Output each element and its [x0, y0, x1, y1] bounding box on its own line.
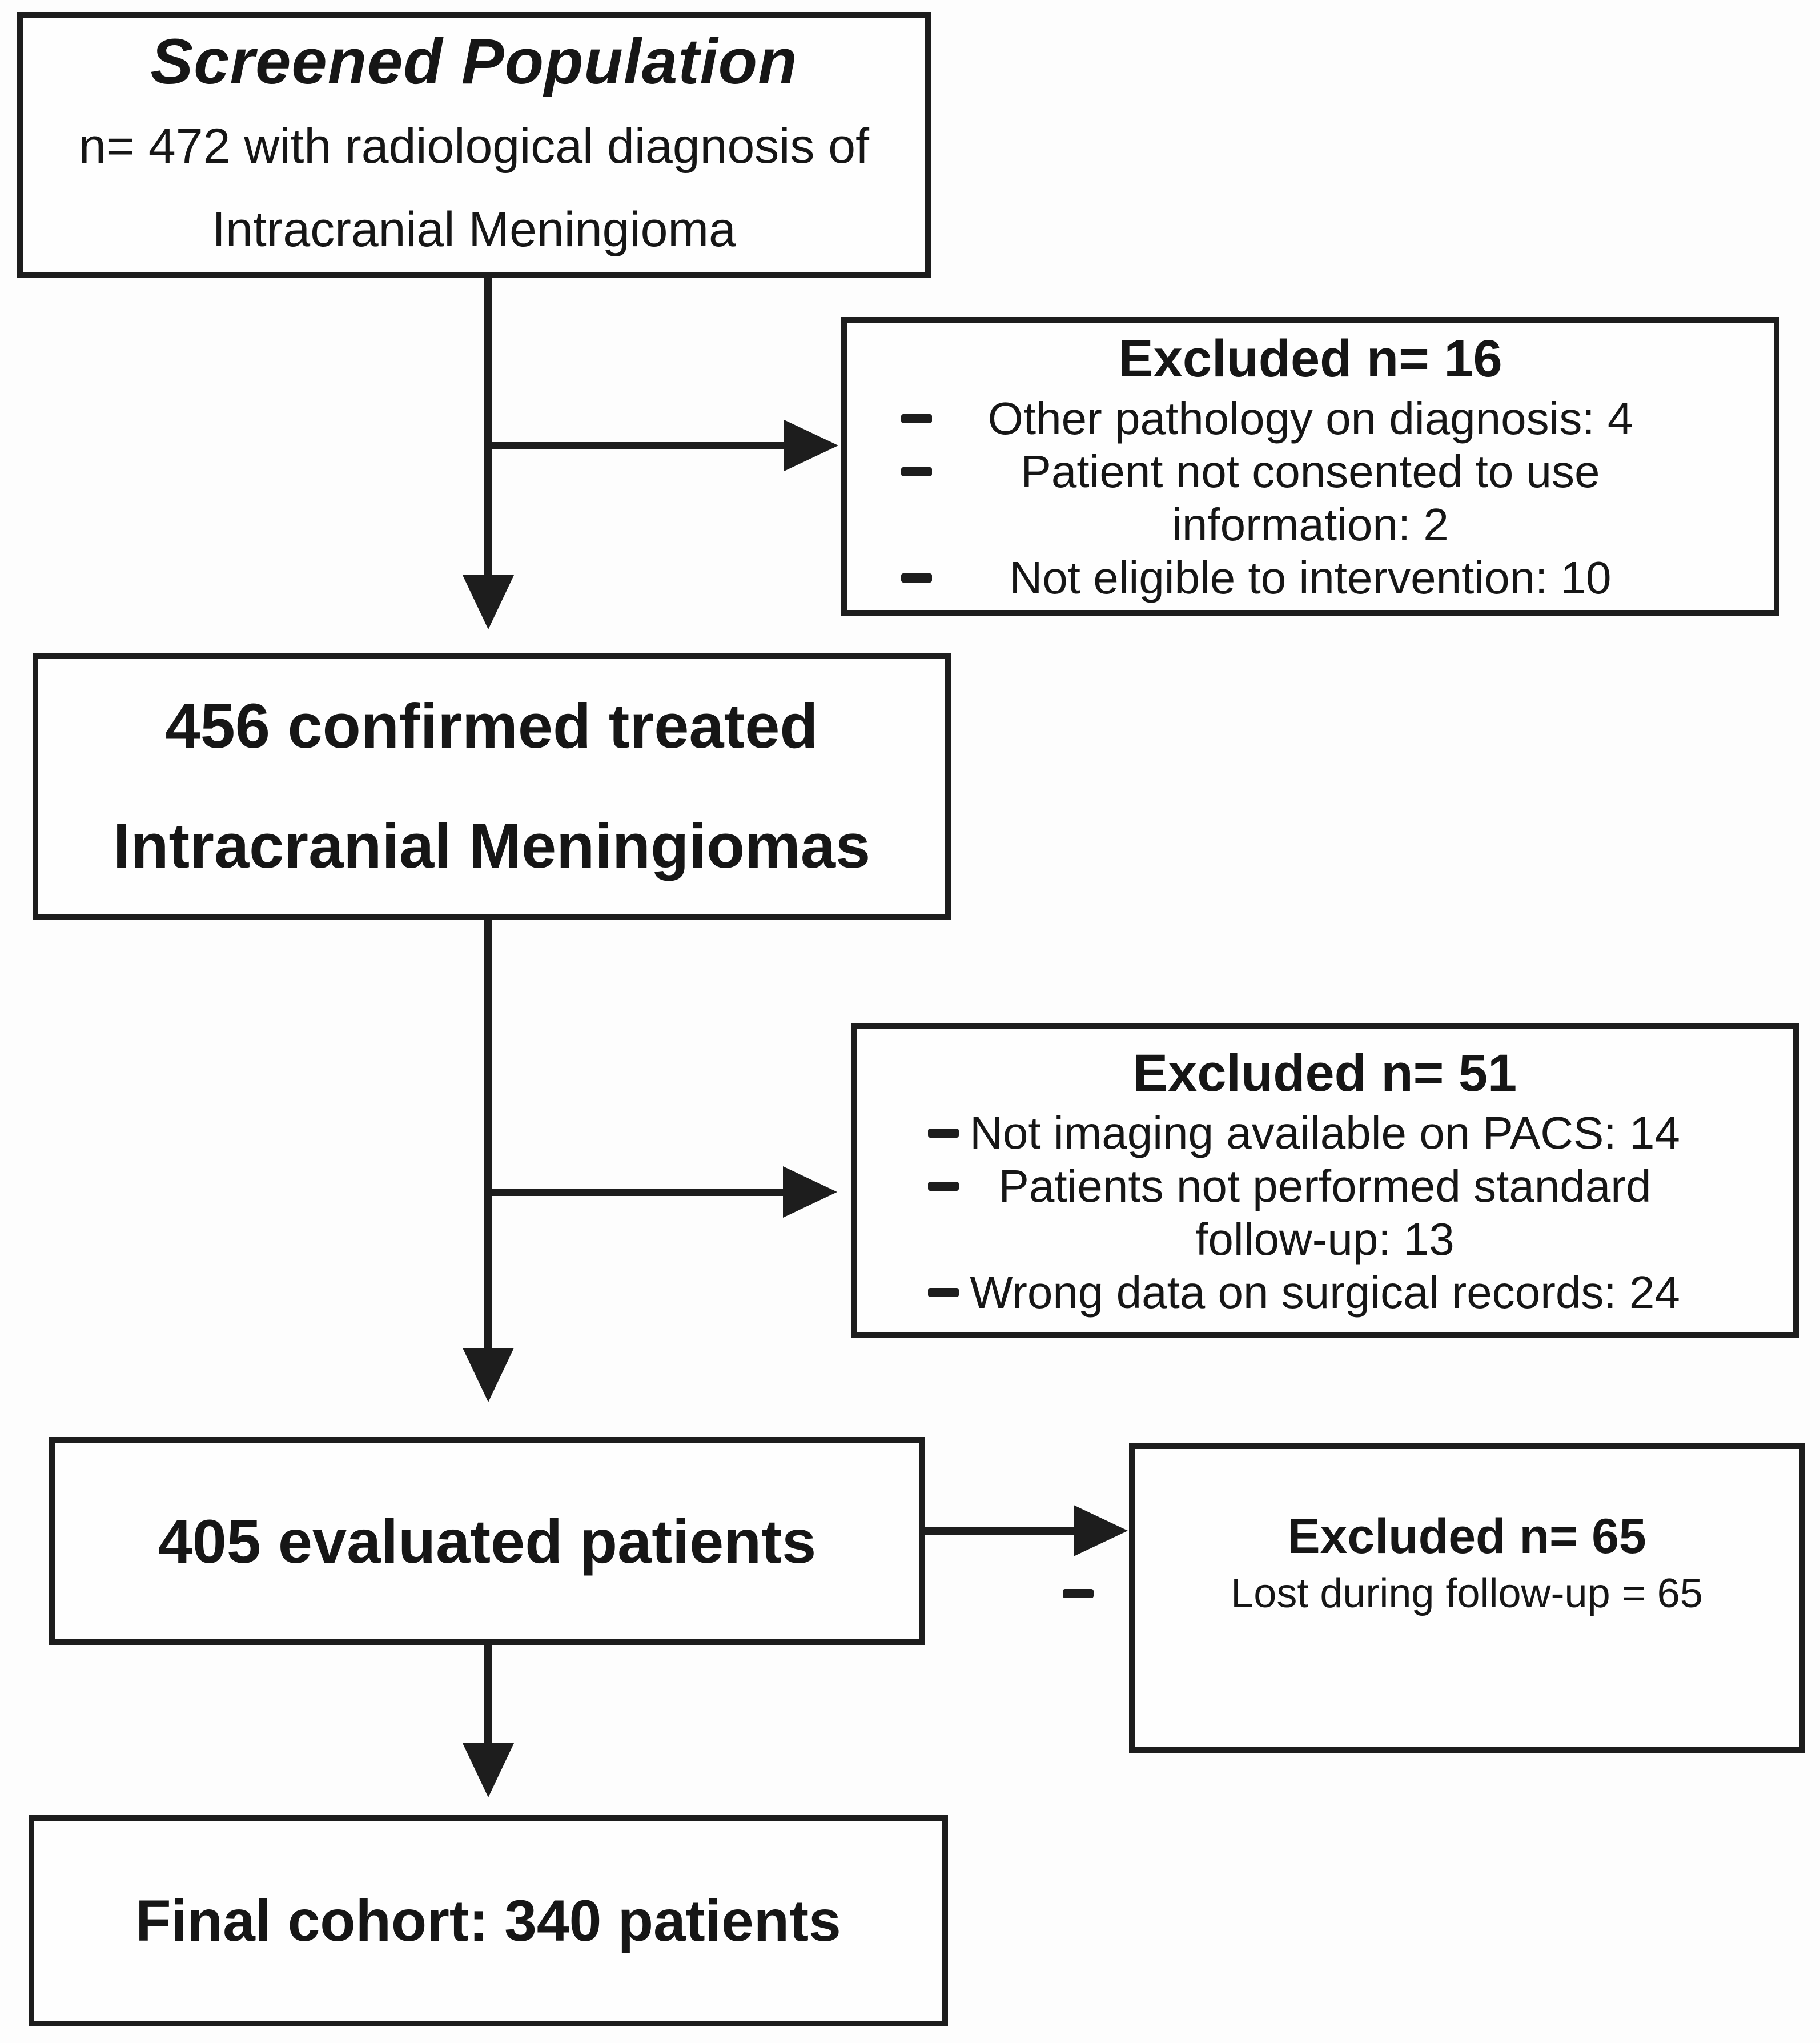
screened-population-line: Intracranial Meningioma — [212, 202, 736, 257]
bullet-dash-icon — [928, 1128, 959, 1138]
confirmed-meningiomas-box: 456 confirmed treated Intracranial Menin… — [33, 653, 951, 920]
excluded-65-item-text: Lost during follow-up = 65 — [1231, 1571, 1703, 1616]
stray-bullet-dash-icon — [1063, 1589, 1094, 1598]
excluded-16-box: Excluded n= 16 Other pathology on diagno… — [841, 317, 1779, 616]
excluded-16-title: Excluded n= 16 — [1118, 329, 1502, 388]
excluded-65-box: Excluded n= 65 Lost during follow-up = 6… — [1129, 1443, 1805, 1753]
excluded-51-box: Excluded n= 51 Not imaging available on … — [851, 1023, 1799, 1338]
confirmed-meningiomas-line: 456 confirmed treated — [165, 691, 818, 761]
excluded-51-item-text: Patients not performed standard — [998, 1160, 1652, 1211]
evaluated-patients-box: 405 evaluated patients — [49, 1437, 925, 1645]
excluded-51-item: Patients not performed standard follow-u… — [857, 1159, 1793, 1266]
arrowhead-right-icon — [784, 420, 838, 471]
excluded-16-item: Not eligible to intervention: 10 — [847, 551, 1774, 604]
excluded-16-item-text: information: 2 — [1172, 499, 1449, 550]
arrowhead-down-icon — [463, 1743, 514, 1797]
bullet-dash-icon — [901, 414, 932, 423]
arrow-line-to-excluded-16 — [488, 442, 785, 449]
arrowhead-right-icon — [1074, 1505, 1128, 1556]
screened-population-title: Screened Population — [150, 26, 798, 97]
arrow-line-to-excluded-51 — [488, 1189, 784, 1196]
screened-population-box: Screened Population n= 472 with radiolog… — [17, 12, 931, 278]
excluded-51-item: Wrong data on surgical records: 24 — [857, 1266, 1793, 1319]
excluded-51-item-text: follow-up: 13 — [1195, 1213, 1455, 1265]
arrowhead-down-icon — [463, 1348, 514, 1402]
excluded-65-title: Excluded n= 65 — [1287, 1509, 1646, 1564]
excluded-51-item: Not imaging available on PACS: 14 — [857, 1106, 1793, 1159]
screened-population-line: n= 472 with radiological diagnosis of — [78, 119, 870, 174]
bullet-dash-icon — [928, 1181, 959, 1191]
excluded-16-item-text: Not eligible to intervention: 10 — [1009, 552, 1612, 603]
arrow-line-to-excluded-65 — [925, 1527, 1075, 1535]
excluded-16-item: Patient not consented to use information… — [847, 445, 1774, 551]
excluded-65-item: Lost during follow-up = 65 — [1135, 1567, 1799, 1620]
bullet-dash-icon — [928, 1287, 959, 1297]
arrowhead-down-icon — [463, 575, 514, 629]
excluded-16-item-text: Other pathology on diagnosis: 4 — [987, 392, 1633, 444]
arrow-line-evaluated-to-final — [484, 1645, 492, 1743]
bullet-dash-icon — [901, 467, 932, 476]
excluded-51-item-text: Not imaging available on PACS: 14 — [970, 1107, 1680, 1158]
arrow-line-confirmed-to-evaluated — [484, 920, 492, 1348]
arrowhead-right-icon — [783, 1166, 837, 1218]
excluded-51-title: Excluded n= 51 — [1132, 1043, 1517, 1102]
arrow-line-screened-to-confirmed — [484, 278, 492, 575]
evaluated-patients-label: 405 evaluated patients — [158, 1506, 817, 1576]
excluded-16-item: Other pathology on diagnosis: 4 — [847, 392, 1774, 445]
excluded-51-item-text: Wrong data on surgical records: 24 — [970, 1266, 1680, 1318]
final-cohort-box: Final cohort: 340 patients — [29, 1815, 948, 2026]
excluded-16-item-text: Patient not consented to use — [1021, 445, 1600, 497]
confirmed-meningiomas-line: Intracranial Meningiomas — [113, 810, 871, 881]
bullet-dash-icon — [901, 573, 932, 583]
final-cohort-label: Final cohort: 340 patients — [135, 1888, 841, 1953]
